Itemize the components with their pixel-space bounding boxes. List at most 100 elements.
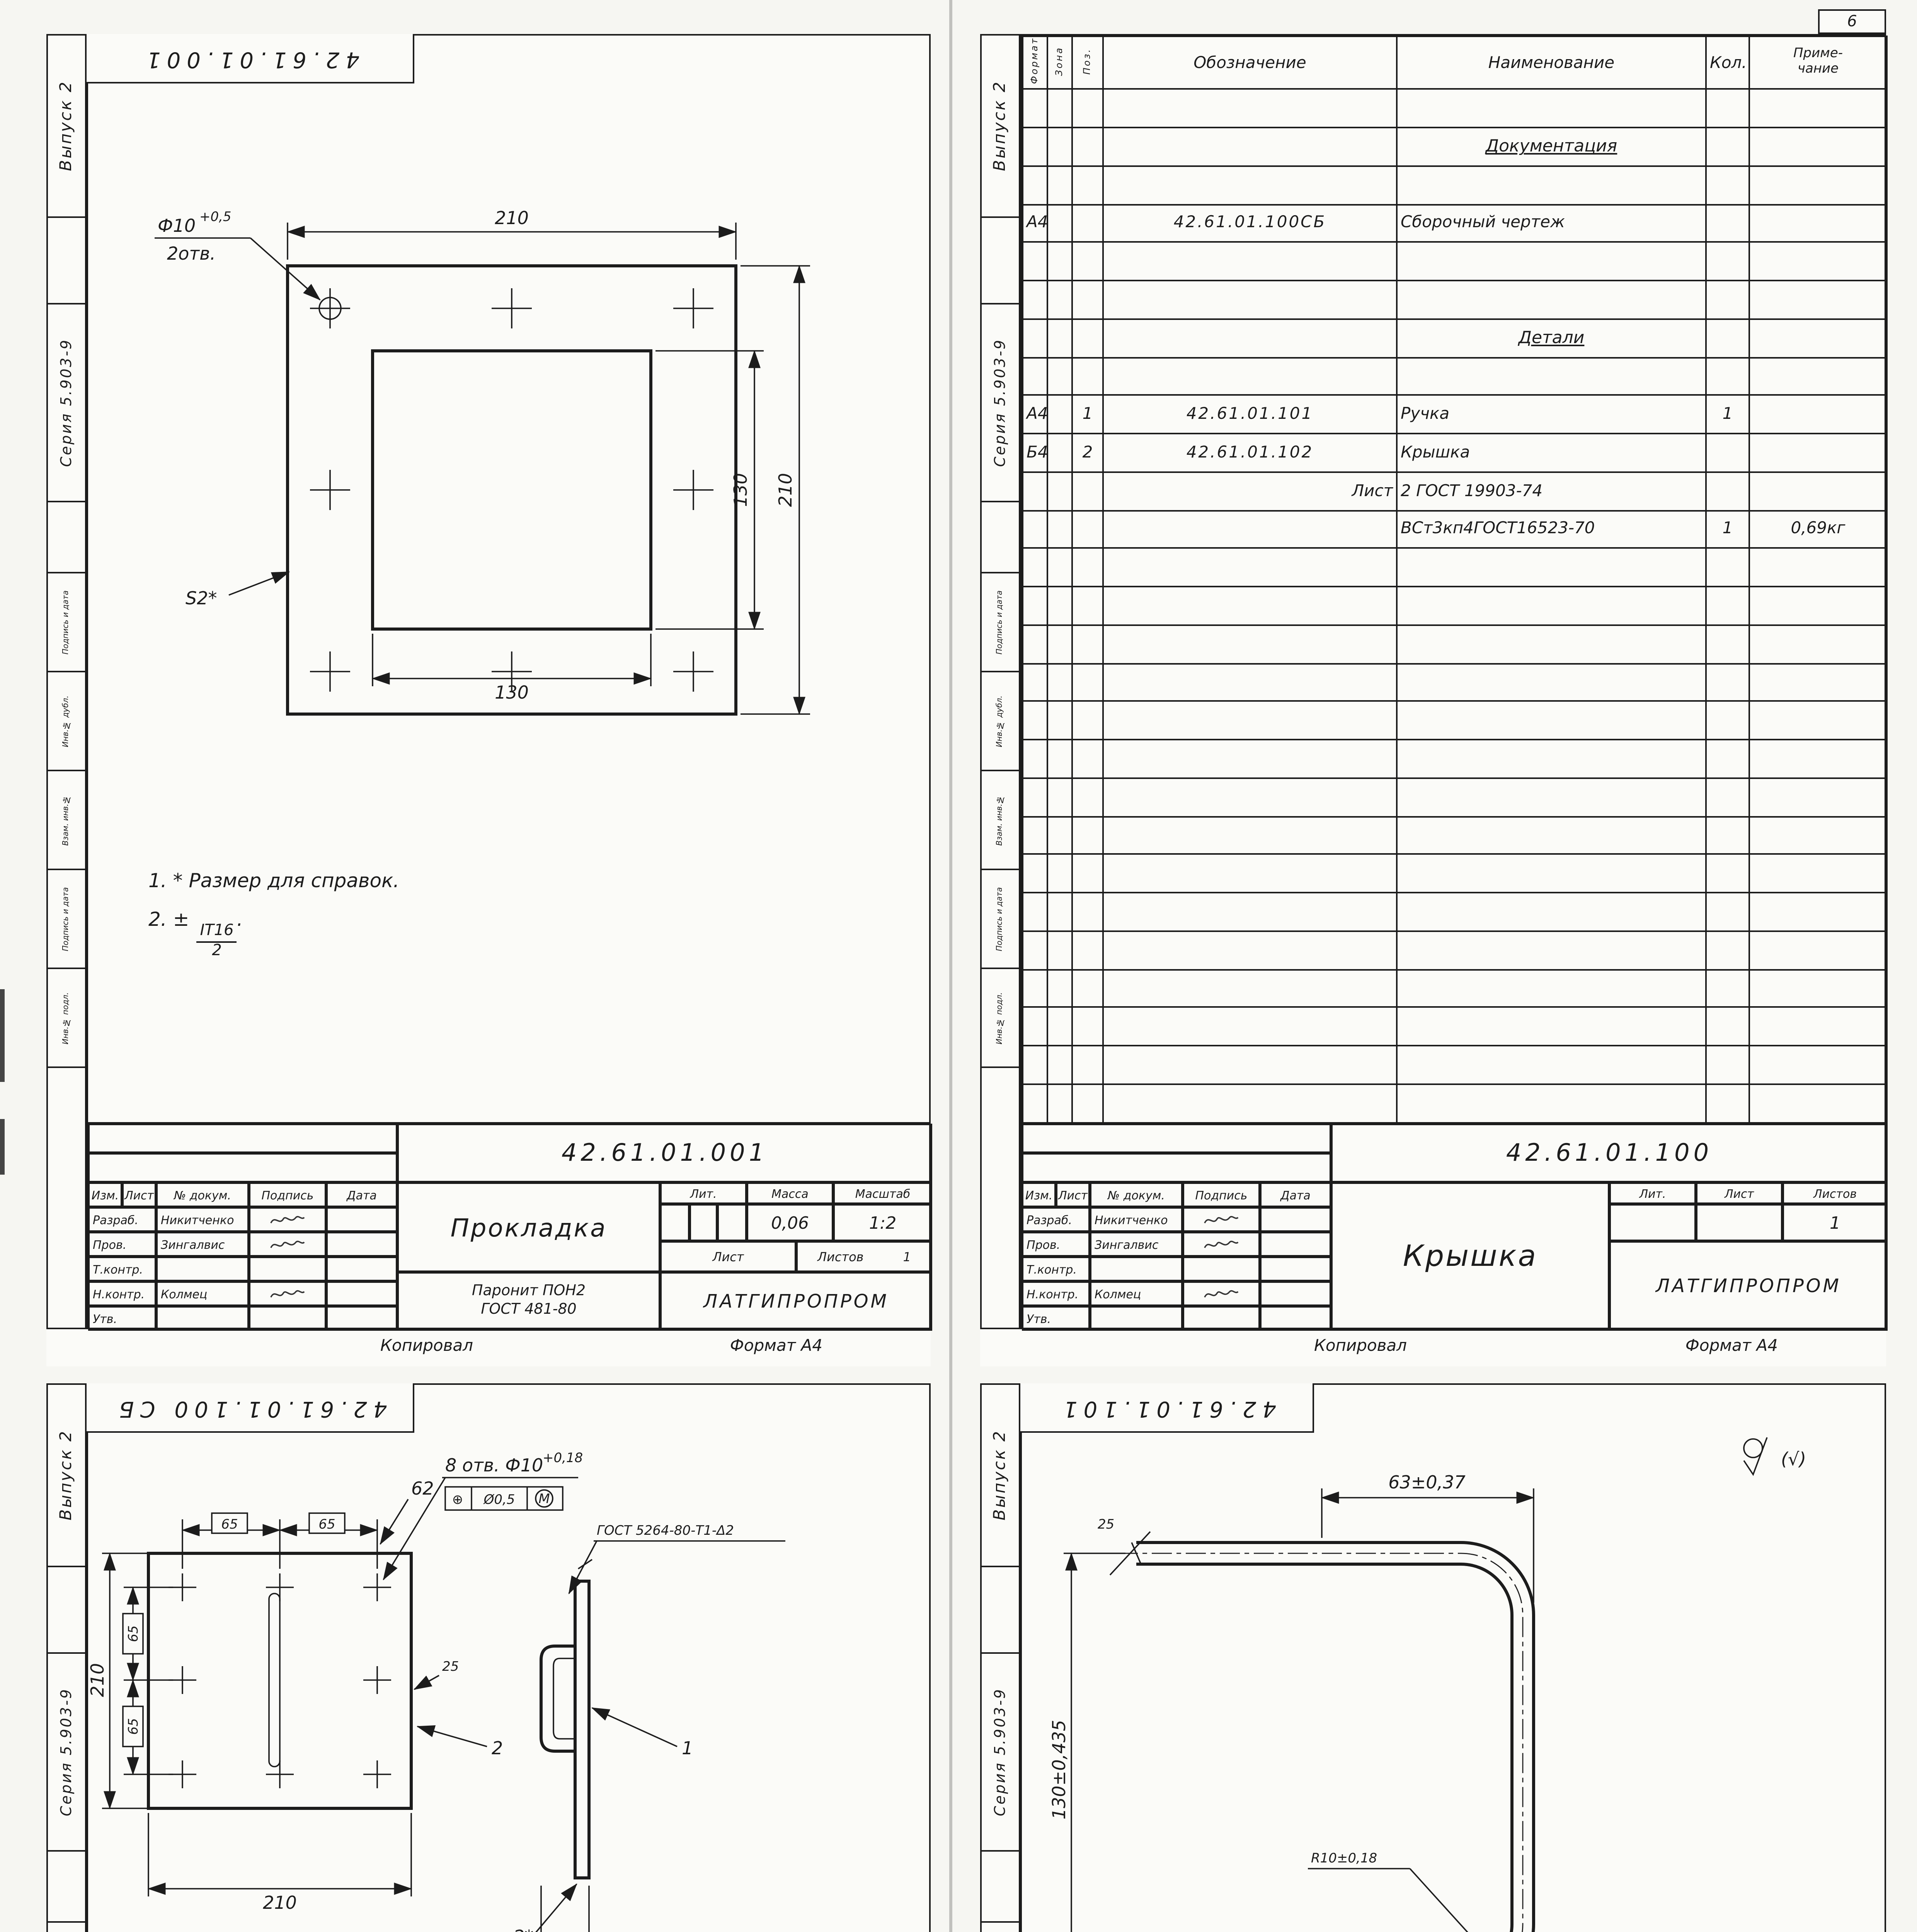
corner-designation-stamp: 42.61.01.101 — [1020, 1383, 1314, 1433]
spec-row — [1022, 280, 1888, 320]
spec-row — [1022, 356, 1888, 396]
edition-label: Выпуск 2 — [57, 80, 76, 172]
dim-left-130: 130±0,435 — [1049, 1720, 1069, 1820]
spec-row — [1022, 815, 1888, 855]
outer-square — [286, 264, 737, 716]
sheet-specification: 6 Выпуск 2 Серия 5.903-9 Подпись и дата … — [980, 9, 1888, 1366]
mass-cell: 0,06 — [747, 1204, 833, 1241]
organization-cell: ЛАТГИПРОПРОМ — [1609, 1241, 1888, 1331]
holes-callout: 8 отв. Ф10 — [445, 1455, 543, 1476]
spec-row — [1022, 854, 1888, 894]
spec-row — [1022, 777, 1888, 817]
series-label: Серия 5.903-9 — [992, 1687, 1009, 1816]
signature-mark — [270, 1215, 305, 1223]
designation-cell: 42.61.01.001 — [397, 1124, 932, 1182]
signature-mark — [1204, 1289, 1239, 1297]
hole-callout-tolerance: +0,5 — [199, 209, 232, 224]
handle-outer-edge — [1136, 1541, 1535, 1932]
slot — [268, 1593, 281, 1767]
spec-section: Детали — [1396, 318, 1707, 358]
margin-label: Взам. инв.№ — [62, 794, 71, 846]
hole-center-marks — [310, 288, 713, 692]
left-margin-column: Выпуск 2 Серия 5.903-9 Подпись и дата Ин… — [46, 34, 87, 1329]
scan-artifact — [949, 0, 952, 1932]
spec-row — [1022, 739, 1888, 779]
spec-row — [1022, 624, 1888, 664]
spec-row — [1022, 892, 1888, 932]
dim-right: 210 — [775, 473, 796, 507]
signature-mark — [1204, 1240, 1239, 1248]
margin-label: Подпись и дата — [996, 887, 1005, 951]
series-label: Серия 5.903-9 — [992, 338, 1009, 467]
dim-65-a: 65 — [221, 1517, 238, 1532]
edition-label: Выпуск 2 — [57, 1430, 76, 1521]
sheets-count-cell: 1 — [1783, 1204, 1888, 1241]
scale-cell: 1:2 — [833, 1204, 932, 1241]
margin-label: Подпись и дата — [62, 887, 71, 951]
title-block: Изм. Лист № докум. Подпись Дата Разраб. … — [1020, 1122, 1888, 1331]
cover-side-view — [574, 1580, 591, 1879]
dim-top-63: 63±0,37 — [1388, 1472, 1466, 1493]
balloon-2: 2 — [492, 1738, 503, 1759]
handle-inner-edge — [1136, 1563, 1514, 1932]
inner-square — [371, 349, 652, 631]
drawing-frame: Формат Зона Поз. Обозначение Наименовани… — [1020, 34, 1888, 1329]
dim-bottom-210: 210 — [263, 1892, 297, 1913]
gasket-drawing: 210 130 210 130 Ф10 +0,5 2отв. S2* — [155, 207, 810, 716]
spec-row — [1022, 242, 1888, 282]
dim-top: 210 — [495, 207, 529, 228]
signature-mark — [270, 1289, 305, 1297]
tolerance-symbol: ⊕ — [452, 1492, 463, 1507]
signature-mark — [1204, 1215, 1239, 1223]
note-1: 1. * Размер для справок. — [148, 869, 400, 892]
position-tolerance-frame — [444, 1486, 564, 1511]
specification-table: Формат Зона Поз. Обозначение Наименовани… — [1022, 35, 1888, 1124]
dim-25: 25 — [442, 1659, 459, 1674]
series-label: Серия 5.903-9 — [58, 1687, 75, 1816]
left-margin-column: Выпуск 2 Серия 5.903-9 Подпись и дата Ин… — [980, 34, 1020, 1329]
spec-row: Детали — [1022, 318, 1888, 358]
scan-artifact — [0, 1119, 5, 1175]
hole-callout-qty: 2отв. — [167, 243, 216, 264]
staff-table: Изм. Лист № докум. Подпись Дата Разраб. … — [88, 1124, 397, 1331]
kopiroval-label: Копировал — [380, 1337, 473, 1355]
handle-drawing: 63±0,37 25 130±0,435 R10±0,18 Ф10* 25 (√… — [1049, 1437, 1806, 1932]
sheet-ruchka: Выпуск 2 Серия 5.903-9 Подпись и дата Ин… — [980, 1383, 1886, 1932]
spec-row — [1022, 701, 1888, 741]
holes-tolerance: +0,18 — [543, 1450, 583, 1466]
signature-mark — [270, 1240, 305, 1248]
cover-assembly-drawing: 65 65 210 65 65 210 62 8 отв. Ф10 +0,18 … — [87, 1450, 785, 1932]
margin-label: Подпись и дата — [62, 590, 71, 654]
spec-row — [1022, 1083, 1888, 1124]
roughness-note: (√) — [1781, 1449, 1806, 1469]
drawing-frame — [87, 1383, 931, 1932]
dim-62: 62 — [411, 1478, 434, 1499]
corner-designation-stamp: 42.61.01.001 — [87, 34, 414, 83]
page-number-box: 6 — [1818, 9, 1886, 34]
spec-row — [1022, 968, 1888, 1009]
spec-row — [1022, 586, 1888, 626]
spec-row — [1022, 1045, 1888, 1085]
balloon-1: 1 — [682, 1738, 693, 1759]
margin-label: Подпись и дата — [996, 590, 1005, 654]
document-name-cell: Крышка — [1331, 1182, 1609, 1331]
weld-mark: 2* — [513, 1926, 533, 1932]
left-margin-column: Выпуск 2 Серия 5.903-9 Подпись и дата Ин… — [980, 1383, 1020, 1932]
edition-label: Выпуск 2 — [991, 80, 1010, 172]
dim-radius: R10±0,18 — [1311, 1850, 1377, 1866]
spec-section: Документация — [1396, 127, 1707, 167]
spec-header-row: Формат Зона Поз. Обозначение Наименовани… — [1022, 35, 1888, 90]
organization-cell: ЛАТГИПРОПРОМ — [660, 1272, 932, 1331]
dim-inner-horizontal: 130 — [495, 682, 529, 703]
left-margin-column: Выпуск 2 Серия 5.903-9 Подпись и дата Ин… — [46, 1383, 87, 1932]
dim-25-top: 25 — [1098, 1517, 1114, 1532]
